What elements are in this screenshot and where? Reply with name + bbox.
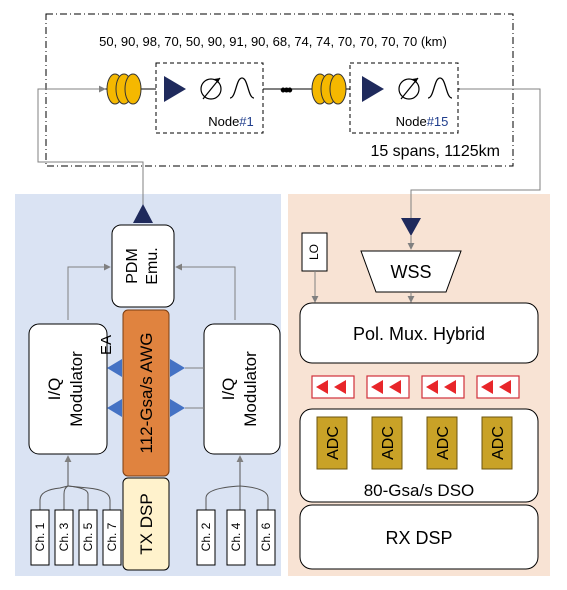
connector-line bbox=[175, 263, 236, 320]
span-lengths-label: 50, 90, 98, 70, 50, 90, 91, 90, 68, 74, … bbox=[99, 34, 447, 49]
channel-combiner-left bbox=[39, 455, 111, 510]
wss-box bbox=[360, 250, 462, 293]
balanced-photodiode-icon bbox=[311, 375, 355, 399]
channel-label: Ch. 7 bbox=[105, 522, 119, 551]
ea-amplifier-icon bbox=[107, 359, 122, 377]
awg-box bbox=[122, 309, 170, 477]
adc-box: ADC bbox=[316, 416, 348, 470]
tx-dsp-box bbox=[122, 477, 170, 571]
channel-box: Ch. 2 bbox=[196, 509, 216, 566]
balanced-photodiode-icon bbox=[366, 375, 410, 399]
variable-attenuator-icon bbox=[398, 77, 420, 100]
ea-amplifier-icon bbox=[107, 399, 122, 417]
balanced-photodiode-icon bbox=[476, 375, 520, 399]
dso-label: 80-Gsa/s DSO bbox=[364, 481, 475, 500]
ea-label: EA bbox=[98, 335, 115, 355]
link-to-rx-line bbox=[410, 88, 541, 218]
ea-amplifier-icon bbox=[170, 399, 185, 417]
filter-icon bbox=[427, 77, 453, 99]
adc-box: ADC bbox=[426, 416, 458, 470]
variable-attenuator-icon bbox=[200, 77, 222, 100]
link-summary: 15 spans, 1125km bbox=[370, 143, 500, 160]
pol-mux-hybrid-label: Pol. Mux. Hybrid bbox=[353, 324, 485, 344]
wss-label: WSS bbox=[390, 262, 431, 282]
amplifier-icon bbox=[164, 76, 186, 102]
node-15-label: Node#15 bbox=[396, 114, 449, 129]
channel-label: Ch. 5 bbox=[81, 522, 95, 551]
rx-dsp-label: RX DSP bbox=[385, 528, 452, 548]
lo-box bbox=[301, 232, 328, 272]
tx-to-link-line bbox=[37, 85, 144, 206]
pol-mux-hybrid-box bbox=[299, 302, 539, 364]
channel-label: Ch. 2 bbox=[199, 522, 213, 551]
channel-box: Ch. 6 bbox=[256, 509, 276, 566]
filter-icon bbox=[229, 77, 255, 99]
adc-label: ADC bbox=[435, 426, 452, 460]
connector-line bbox=[67, 263, 111, 320]
channel-combiner-right bbox=[205, 455, 269, 510]
node-1-label: Node#1 bbox=[208, 114, 254, 129]
channel-box: Ch. 1 bbox=[30, 509, 50, 566]
channel-label: Ch. 4 bbox=[229, 522, 243, 551]
dso-box bbox=[299, 408, 539, 503]
channel-box: Ch. 5 bbox=[78, 509, 98, 566]
awg-label: 112-Gsa/s AWG bbox=[137, 333, 156, 454]
balanced-photodiode-icon bbox=[421, 375, 465, 399]
adc-box: ADC bbox=[371, 416, 403, 470]
adc-box: ADC bbox=[481, 416, 513, 470]
link-boundary bbox=[45, 13, 514, 167]
adc-group: ADC ADC ADC ADC bbox=[316, 416, 513, 470]
tx-booster-amplifier-icon bbox=[133, 204, 153, 223]
channel-box: Ch. 3 bbox=[54, 509, 74, 566]
channel-group-left: Ch. 1 Ch. 3 Ch. 5 Ch. 7 bbox=[30, 509, 122, 566]
lo-label: LO bbox=[307, 244, 321, 260]
channel-group-right: Ch. 2 Ch. 4 Ch. 6 bbox=[196, 509, 276, 566]
channel-label: Ch. 6 bbox=[259, 522, 273, 551]
fiber-spool-icon bbox=[311, 73, 347, 105]
adc-label: ADC bbox=[325, 426, 342, 460]
iq-modulator-left bbox=[28, 323, 108, 455]
rx-preamplifier-icon bbox=[401, 218, 421, 236]
ellipsis: ••• bbox=[280, 80, 293, 100]
rx-dsp-box bbox=[299, 504, 539, 570]
channel-label: Ch. 3 bbox=[57, 522, 71, 551]
ea-amplifier-icon bbox=[170, 359, 185, 377]
iq-modulator-right bbox=[203, 323, 281, 455]
channel-box: Ch. 4 bbox=[226, 509, 246, 566]
channel-box: Ch. 7 bbox=[102, 509, 122, 566]
adc-label: ADC bbox=[490, 426, 507, 460]
tx-dsp-label: TX DSP bbox=[137, 493, 156, 554]
fiber-spool-icon bbox=[106, 73, 142, 105]
amplifier-icon bbox=[362, 76, 384, 102]
pdm-emulator-box bbox=[111, 224, 175, 308]
channel-label: Ch. 1 bbox=[33, 522, 47, 551]
adc-label: ADC bbox=[380, 426, 397, 460]
